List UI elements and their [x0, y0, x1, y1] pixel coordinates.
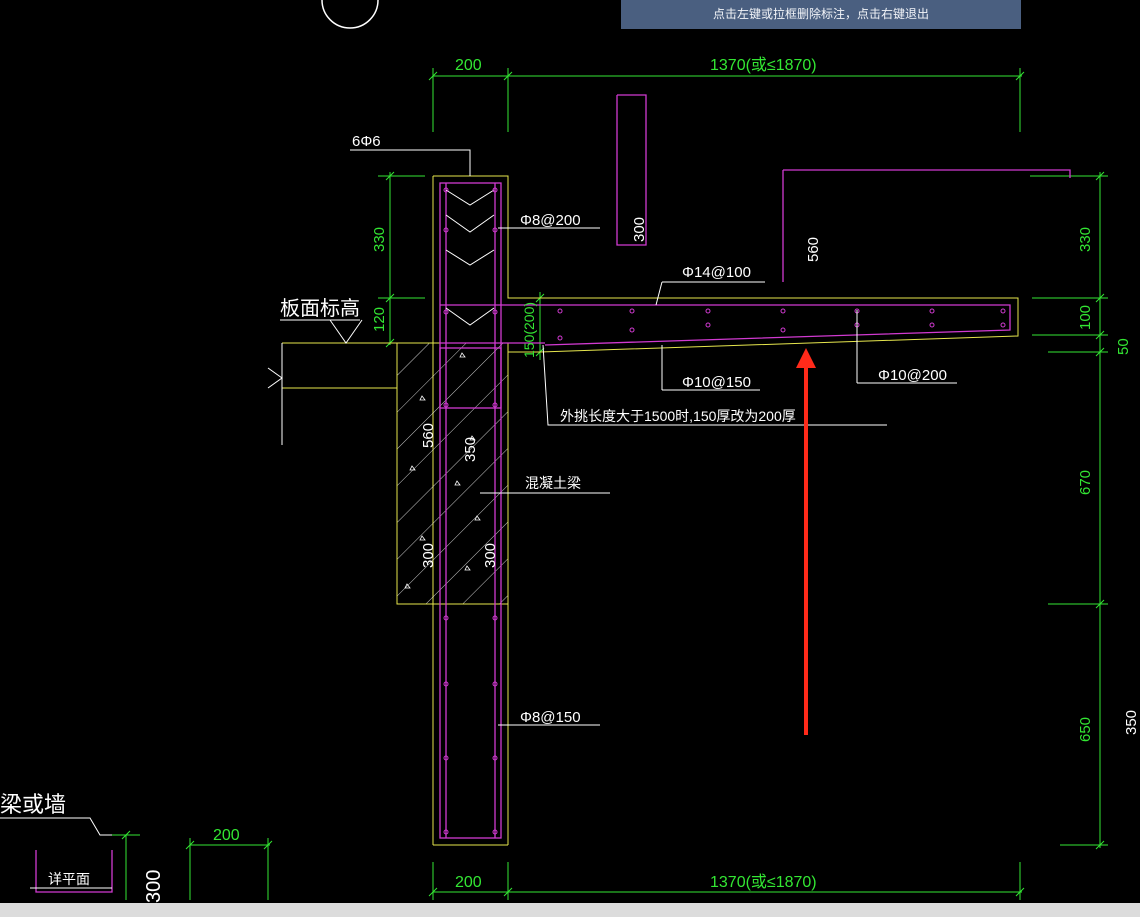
- dim-left-330: 330: [371, 227, 388, 252]
- label-beam-or-wall: 梁或墙: [0, 792, 66, 817]
- red-arrow: [796, 348, 816, 735]
- concrete-outline: [282, 175, 1019, 846]
- status-strip: [0, 903, 1140, 917]
- tooltip-bar: 点击左键或拉框删除标注，点击右键退出: [621, 0, 1021, 29]
- aggregate-marks: [404, 352, 481, 589]
- dim-bottom-span: 1370(或≤1870): [710, 873, 817, 891]
- dim-right-350: 350: [1123, 710, 1140, 735]
- dim-right-650: 650: [1077, 717, 1094, 742]
- dim-lower-200: 200: [213, 827, 240, 844]
- label-phi10-150: Φ10@150: [682, 374, 751, 391]
- label-phi8-150: Φ8@150: [520, 709, 581, 726]
- dim-beam-300b: 300: [482, 543, 499, 568]
- label-detail-plan: 详平面: [48, 871, 90, 887]
- label-concrete-beam: 混凝土梁: [525, 475, 581, 491]
- rebar-dots: [443, 187, 1006, 835]
- dim-bottom-left: 200: [455, 874, 482, 891]
- label-6phi6: 6Φ6: [352, 133, 381, 150]
- dim-right-330: 330: [1077, 227, 1094, 252]
- dim-lower-300: 300: [143, 870, 165, 903]
- label-phi10-200: Φ10@200: [878, 367, 947, 384]
- label-phi8-200: Φ8@200: [520, 212, 581, 229]
- dim-right-100: 100: [1077, 305, 1094, 330]
- dim-right-50: 50: [1115, 338, 1132, 355]
- rebar-lines: [35, 94, 1071, 893]
- dimension-lines: [112, 68, 1108, 900]
- slab-level-marker: [267, 319, 363, 445]
- dim-slab-150: 150(200): [521, 302, 537, 358]
- dim-top-span: 1370(或≤1870): [710, 56, 817, 74]
- dim-beam-560: 560: [420, 423, 437, 448]
- dim-left-120: 120: [371, 307, 388, 332]
- dim-right-670: 670: [1077, 470, 1094, 495]
- label-note: 外挑长度大于1500时,150厚改为200厚: [560, 408, 796, 424]
- axis-circle: [321, 0, 379, 29]
- label-phi14-100: Φ14@100: [682, 264, 751, 281]
- column-ties: [445, 189, 495, 326]
- concrete-beam-section: [396, 342, 509, 605]
- dim-up-300: 300: [631, 217, 648, 242]
- dim-beam-350: 350: [462, 437, 479, 462]
- dim-beam-300a: 300: [420, 543, 437, 568]
- leader-lines: [0, 149, 957, 889]
- dim-top-left: 200: [455, 57, 482, 74]
- dim-up-560: 560: [805, 237, 822, 262]
- label-slab-level: 板面标高: [280, 297, 360, 320]
